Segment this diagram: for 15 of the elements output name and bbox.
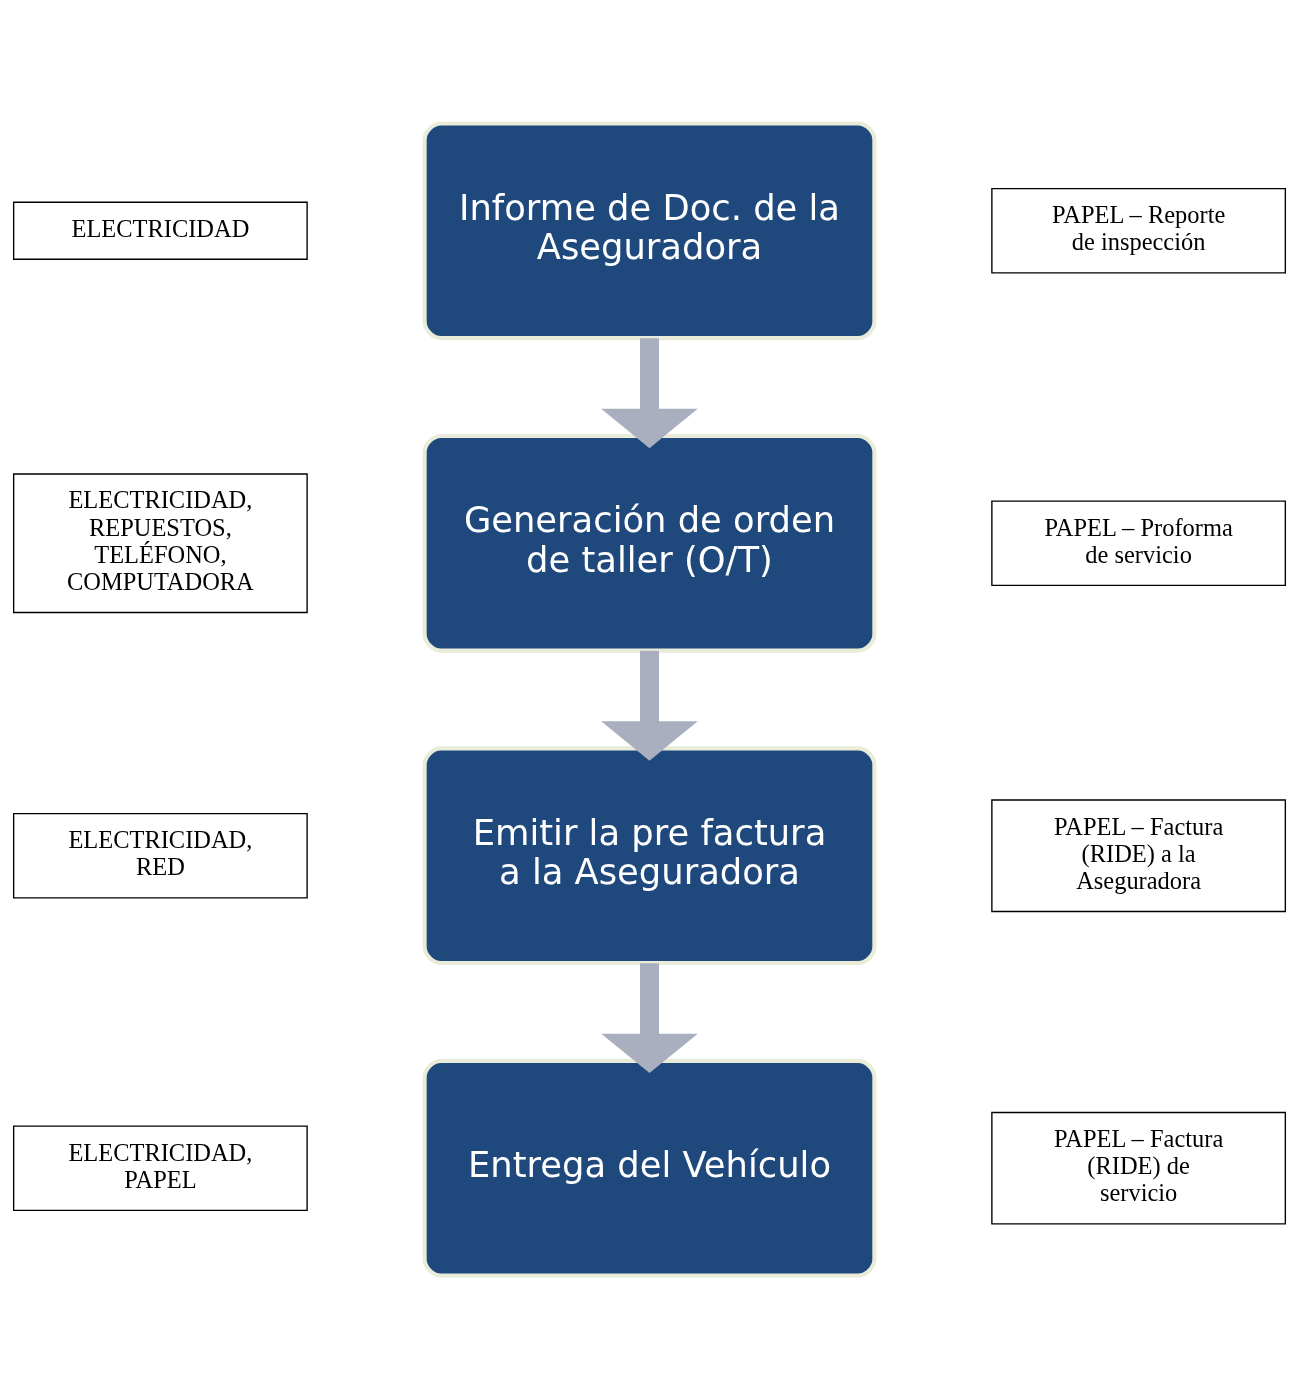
node-box: ELECTRICIDAD [12, 201, 308, 260]
node-box: Informe de Doc. de la Aseguradora [422, 121, 877, 341]
node-box: PAPEL – Factura (RIDE) de servicio [991, 1111, 1287, 1225]
node-box: Generación de orden de taller (O/T) [422, 433, 877, 653]
node-box: PAPEL – Factura (RIDE) a la Aseguradora [991, 799, 1287, 913]
node-box: PAPEL – Reporte de inspección [991, 187, 1287, 274]
node-box: Entrega del Vehículo [422, 1058, 877, 1278]
node-box: ELECTRICIDAD, REPUESTOS, TELÉFONO, COMPUTADORA [12, 473, 308, 614]
arrow [601, 338, 698, 449]
arrow [601, 650, 698, 761]
node-box: Emitir la pre factura a la Aseguradora [422, 746, 877, 966]
node-box: PAPEL – Proforma de servicio [991, 500, 1287, 587]
node-box: ELECTRICIDAD, RED [12, 812, 308, 899]
node-box: ELECTRICIDAD, PAPEL [12, 1125, 308, 1212]
arrow [601, 963, 698, 1074]
